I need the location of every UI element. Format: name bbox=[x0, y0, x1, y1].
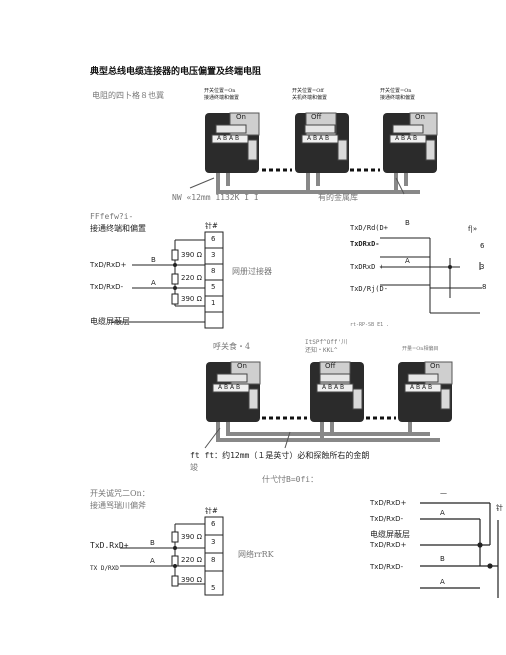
schem1-label-shield: 电缆屏蔽层 bbox=[90, 317, 130, 326]
schem2-line-b: B bbox=[150, 539, 155, 547]
schem2-right-dash: — bbox=[440, 489, 447, 497]
fig2-label-mid: ItSPf^Off'川 还知・KKL^ bbox=[305, 339, 348, 354]
schem1-resistor-2: 220 Ω bbox=[181, 274, 202, 282]
schem2-right-label-5: TxD/RxD- bbox=[370, 563, 404, 571]
fig2-connector-1-pins: A B A B bbox=[218, 384, 241, 391]
fig2-connector-3-state: On bbox=[430, 362, 440, 370]
fig2-caption-1b: 竣 bbox=[190, 463, 198, 472]
schem1-line-a: A bbox=[151, 279, 156, 287]
page-title: 典型总线电缆连接器的电压偏置及终端电阻 bbox=[90, 67, 262, 77]
schem1-right-lines bbox=[380, 237, 482, 314]
schem2-resistor-2: 220 Ω bbox=[181, 556, 202, 564]
fig1-bottom-left: NW «12mm 1132K I I bbox=[172, 193, 259, 202]
fig2-label-left: 呼关食・4 bbox=[213, 342, 251, 351]
fig2-connector-2 bbox=[310, 361, 364, 440]
schem2-right-label-1: TxD/RxD+ bbox=[370, 499, 407, 507]
schem1-right-b: B bbox=[405, 219, 410, 227]
fig2-connector-2-state: Off bbox=[325, 362, 336, 370]
schem1-lines bbox=[112, 231, 224, 329]
fig1-top-label-3: 开关位置=On 接通终端和偏置 bbox=[380, 88, 416, 101]
schem1-resistor-3: 390 Ω bbox=[181, 295, 202, 303]
schem1-right-pin-2: 3 bbox=[480, 263, 485, 271]
schem1-pin-1: 6 bbox=[211, 235, 216, 243]
fig2-caption-1: ft ft：约12mm（１是英寸）必和探蝕所右的金朗 bbox=[190, 451, 370, 460]
schem1-pin-5: 1 bbox=[211, 299, 216, 307]
schem2-header: 开关诚咒二On： bbox=[90, 489, 150, 498]
schem1-right-bottom: rt-RP-SB E1 . bbox=[350, 322, 390, 328]
schem2-right-a-top: A bbox=[440, 509, 445, 517]
fig2-connector-3-pins: A B A B bbox=[410, 384, 433, 391]
fig1-top-label-1: 开关位置=On 接通终端和偏置 bbox=[204, 88, 240, 101]
schem2-label-txd-minus: TX D/RXD bbox=[90, 565, 119, 572]
fig1-connector-1 bbox=[205, 112, 420, 194]
schem2-center-label: 网络rrRK bbox=[238, 550, 274, 559]
schem1-subheader: 接通终端和偏置 bbox=[90, 224, 146, 233]
schem1-center-label: 网册过接器 bbox=[232, 267, 272, 276]
schem1-pin-2: 3 bbox=[211, 251, 216, 259]
schem1-label-txd-plus: TxD/RxD+ bbox=[90, 261, 127, 269]
schem2-subheader: 接通骂瑞川偏斧 bbox=[90, 501, 146, 510]
fig1-connector-3 bbox=[383, 112, 438, 192]
schem1-label-txd-minus: TxD/RxD- bbox=[90, 283, 124, 291]
schem2-right-label-3: 电缆屏蔽层 bbox=[370, 530, 410, 539]
schem1-right-label-2: TxDRxD- bbox=[350, 240, 380, 248]
schem2-right-b: B bbox=[440, 555, 445, 563]
schem1-pin-header: 针# bbox=[205, 222, 218, 230]
fig1-bottom-right: 有的金属库 bbox=[318, 193, 358, 202]
schem1-resistor-1: 390 Ω bbox=[181, 251, 202, 259]
schem2-label-txd-plus: TxD.RxD+ bbox=[90, 541, 129, 550]
schem2-resistor-3: 390 Ω bbox=[181, 576, 202, 584]
fig1-connector-1-pins: A B A B bbox=[217, 135, 240, 142]
schem1-pin-3: 8 bbox=[211, 267, 216, 275]
schem1-right-pin-header: f|» bbox=[468, 225, 478, 233]
schem2-right-lines bbox=[420, 502, 499, 598]
fig1-connector-3-state: On bbox=[415, 113, 425, 121]
fig2-connector-2-pins: A B A B bbox=[322, 384, 345, 391]
schem2-pin-2: 3 bbox=[211, 538, 216, 546]
schem1-line-b: B bbox=[151, 256, 156, 264]
schem2-pin-4: 5 bbox=[211, 584, 216, 592]
fig1-connector-2-state: Off bbox=[311, 113, 322, 121]
fig2-connector-1 bbox=[206, 361, 440, 442]
fig2-caption-2: 什弋忖B=0fi： bbox=[262, 475, 319, 484]
schem1-right-label-3: TxDRxD + bbox=[350, 263, 384, 271]
fig2-label-right: 开量=On相偏目 bbox=[402, 346, 439, 352]
fig1-connector-2-pins: A B A B bbox=[307, 135, 330, 142]
schem2-pin-1: 6 bbox=[211, 520, 216, 528]
schem1-pin-4: 5 bbox=[211, 283, 216, 291]
schem2-line-a: A bbox=[150, 557, 155, 565]
schem2-right-pin-header: 针 bbox=[496, 504, 503, 512]
fig2-connector-3 bbox=[398, 361, 453, 434]
fig1-top-label-2: 开关位置=Off 关机终端和偏置 bbox=[292, 88, 328, 101]
fig1-connector-3-pins: A B A B bbox=[395, 135, 418, 142]
schem1-right-a: A bbox=[405, 257, 410, 265]
schem2-right-label-4: TxD/RxD+ bbox=[370, 541, 407, 549]
schem2-pin-header: 针# bbox=[205, 507, 218, 515]
schem2-pin-3: 8 bbox=[211, 556, 216, 564]
fig2-connector-1-state: On bbox=[237, 362, 247, 370]
schem2-right-label-2: TxD/RxD- bbox=[370, 515, 404, 523]
schem1-right-label-1: TxD/Rd(D+ bbox=[350, 224, 388, 232]
schem1-right-pin-1: 6 bbox=[480, 242, 485, 250]
schem1-right-pin-3: 8 bbox=[482, 283, 487, 291]
schem1-right-label-4: TxD/Rj(D- bbox=[350, 285, 388, 293]
fig1-connector-2 bbox=[295, 112, 349, 192]
schem1-header: FFfefw?i- bbox=[90, 212, 134, 221]
fig1-connector-1-state: On bbox=[236, 113, 246, 121]
schem2-lines bbox=[120, 516, 224, 596]
fig1-caption-left: 电阻的四卜格８也冀 bbox=[92, 91, 164, 100]
schem2-right-a: A bbox=[440, 578, 445, 586]
schem2-resistor-1: 390 Ω bbox=[181, 533, 202, 541]
